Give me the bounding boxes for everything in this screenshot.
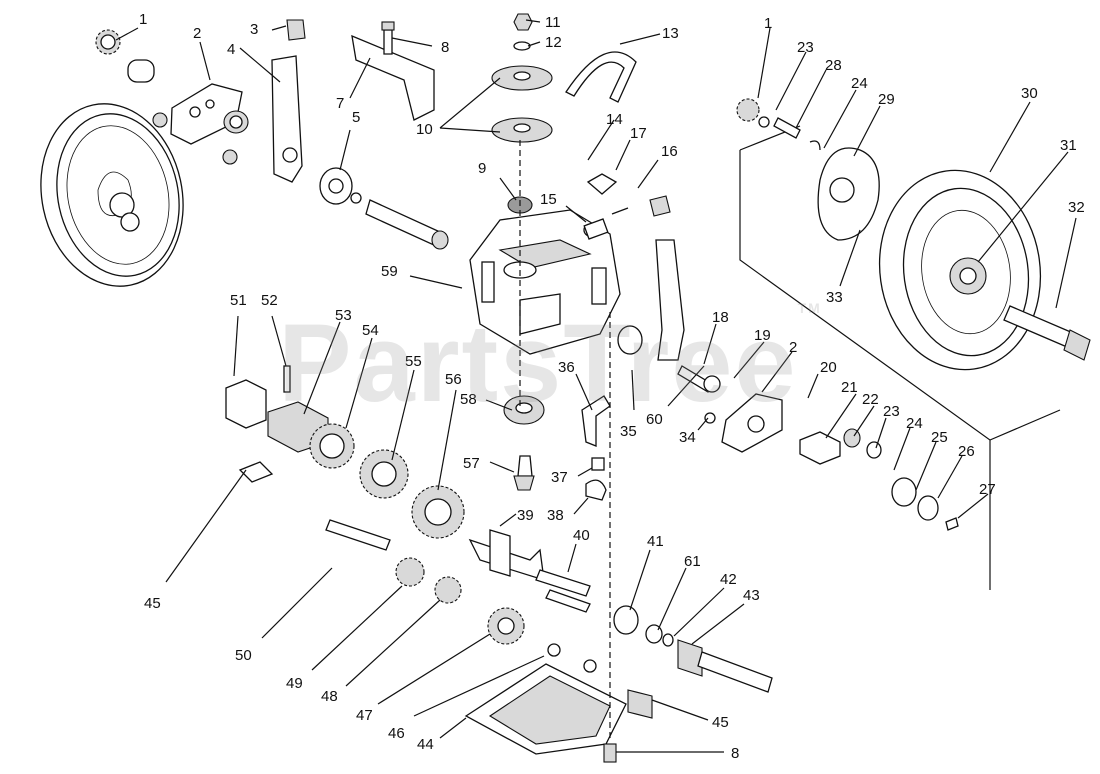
callout-19: 19	[754, 327, 771, 344]
right-wheel	[878, 169, 1091, 371]
callout-38: 38	[547, 507, 564, 524]
callout-51: 51	[230, 292, 247, 309]
callout-52: 52	[261, 292, 278, 309]
callout-34: 34	[679, 429, 696, 446]
upper-bracket	[351, 21, 435, 121]
right-clutch-assembly	[736, 98, 880, 241]
callout-21: 21	[841, 379, 858, 396]
callout-59: 59	[381, 263, 398, 280]
callout-23b: 23	[883, 403, 900, 420]
callout-30: 30	[1021, 85, 1038, 102]
callout-31: 31	[1060, 137, 1077, 154]
callout-7: 7	[336, 95, 344, 112]
callout-4: 4	[227, 41, 235, 58]
callout-labels: 1 2 3 4 5 7 8 9 10 11 12 13 14 15 16 17 …	[139, 11, 1085, 762]
callout-48: 48	[321, 688, 338, 705]
callout-55: 55	[405, 353, 422, 370]
callout-61: 61	[684, 553, 701, 570]
bushing-left	[127, 59, 155, 83]
callout-40: 40	[573, 527, 590, 544]
callout-1b: 1	[764, 15, 772, 32]
callout-39: 39	[517, 507, 534, 524]
callout-10: 10	[416, 121, 433, 138]
callout-16: 16	[661, 143, 678, 160]
bearing-bracket-left	[152, 83, 249, 165]
callout-41: 41	[647, 533, 664, 550]
center-lower-parts	[468, 395, 611, 613]
callout-33: 33	[826, 289, 843, 306]
callout-45a: 45	[144, 595, 161, 612]
callout-44: 44	[417, 736, 434, 753]
callout-18: 18	[712, 309, 729, 326]
callout-57: 57	[463, 455, 480, 472]
callout-42: 42	[720, 571, 737, 588]
callout-12: 12	[545, 34, 562, 51]
callout-8a: 8	[441, 39, 449, 56]
callout-24a: 24	[851, 75, 868, 92]
callout-24b: 24	[906, 415, 923, 432]
callout-11: 11	[545, 14, 561, 31]
callout-26: 26	[958, 443, 975, 460]
callout-9: 9	[478, 160, 486, 177]
shift-linkage	[583, 173, 685, 361]
callout-5: 5	[352, 109, 360, 126]
callout-1a: 1	[139, 11, 147, 28]
left-gear-train	[225, 365, 525, 645]
callout-14: 14	[606, 111, 623, 128]
side-plate-left	[271, 19, 306, 183]
callout-37: 37	[551, 469, 568, 486]
callout-29: 29	[878, 91, 895, 108]
callout-43: 43	[743, 587, 760, 604]
callout-36: 36	[558, 359, 575, 376]
housing-cover	[464, 643, 653, 763]
callout-47: 47	[356, 707, 373, 724]
callout-13: 13	[662, 25, 679, 42]
callout-2b: 2	[789, 339, 797, 356]
callout-54: 54	[362, 322, 379, 339]
center-top-stack	[491, 13, 637, 214]
callout-50: 50	[235, 647, 252, 664]
u-bolt	[565, 51, 637, 103]
callout-8b: 8	[731, 745, 739, 762]
callout-17: 17	[630, 125, 647, 142]
callout-23a: 23	[797, 39, 814, 56]
callout-15: 15	[540, 191, 557, 208]
callout-22: 22	[862, 391, 879, 408]
callout-56: 56	[445, 371, 462, 388]
callout-2a: 2	[193, 25, 201, 42]
axle-shaft-left	[319, 167, 449, 250]
output-shaft-right	[613, 605, 773, 693]
callout-20: 20	[820, 359, 837, 376]
callout-3: 3	[250, 21, 258, 38]
callout-53: 53	[335, 307, 352, 324]
callout-35: 35	[620, 423, 637, 440]
callout-32: 32	[1068, 199, 1085, 216]
callout-58: 58	[460, 391, 477, 408]
callout-49: 49	[286, 675, 303, 692]
right-output-chain	[617, 325, 959, 531]
callout-45b: 45	[712, 714, 729, 731]
callout-60: 60	[646, 411, 663, 428]
callout-27: 27	[979, 481, 996, 498]
callout-28: 28	[825, 57, 842, 74]
callout-25: 25	[931, 429, 948, 446]
transmission-housing	[469, 209, 621, 355]
pinion-gear-left	[95, 29, 121, 55]
left-wheel	[40, 103, 184, 287]
leader-lines	[115, 19, 1077, 753]
callout-46: 46	[388, 725, 405, 742]
